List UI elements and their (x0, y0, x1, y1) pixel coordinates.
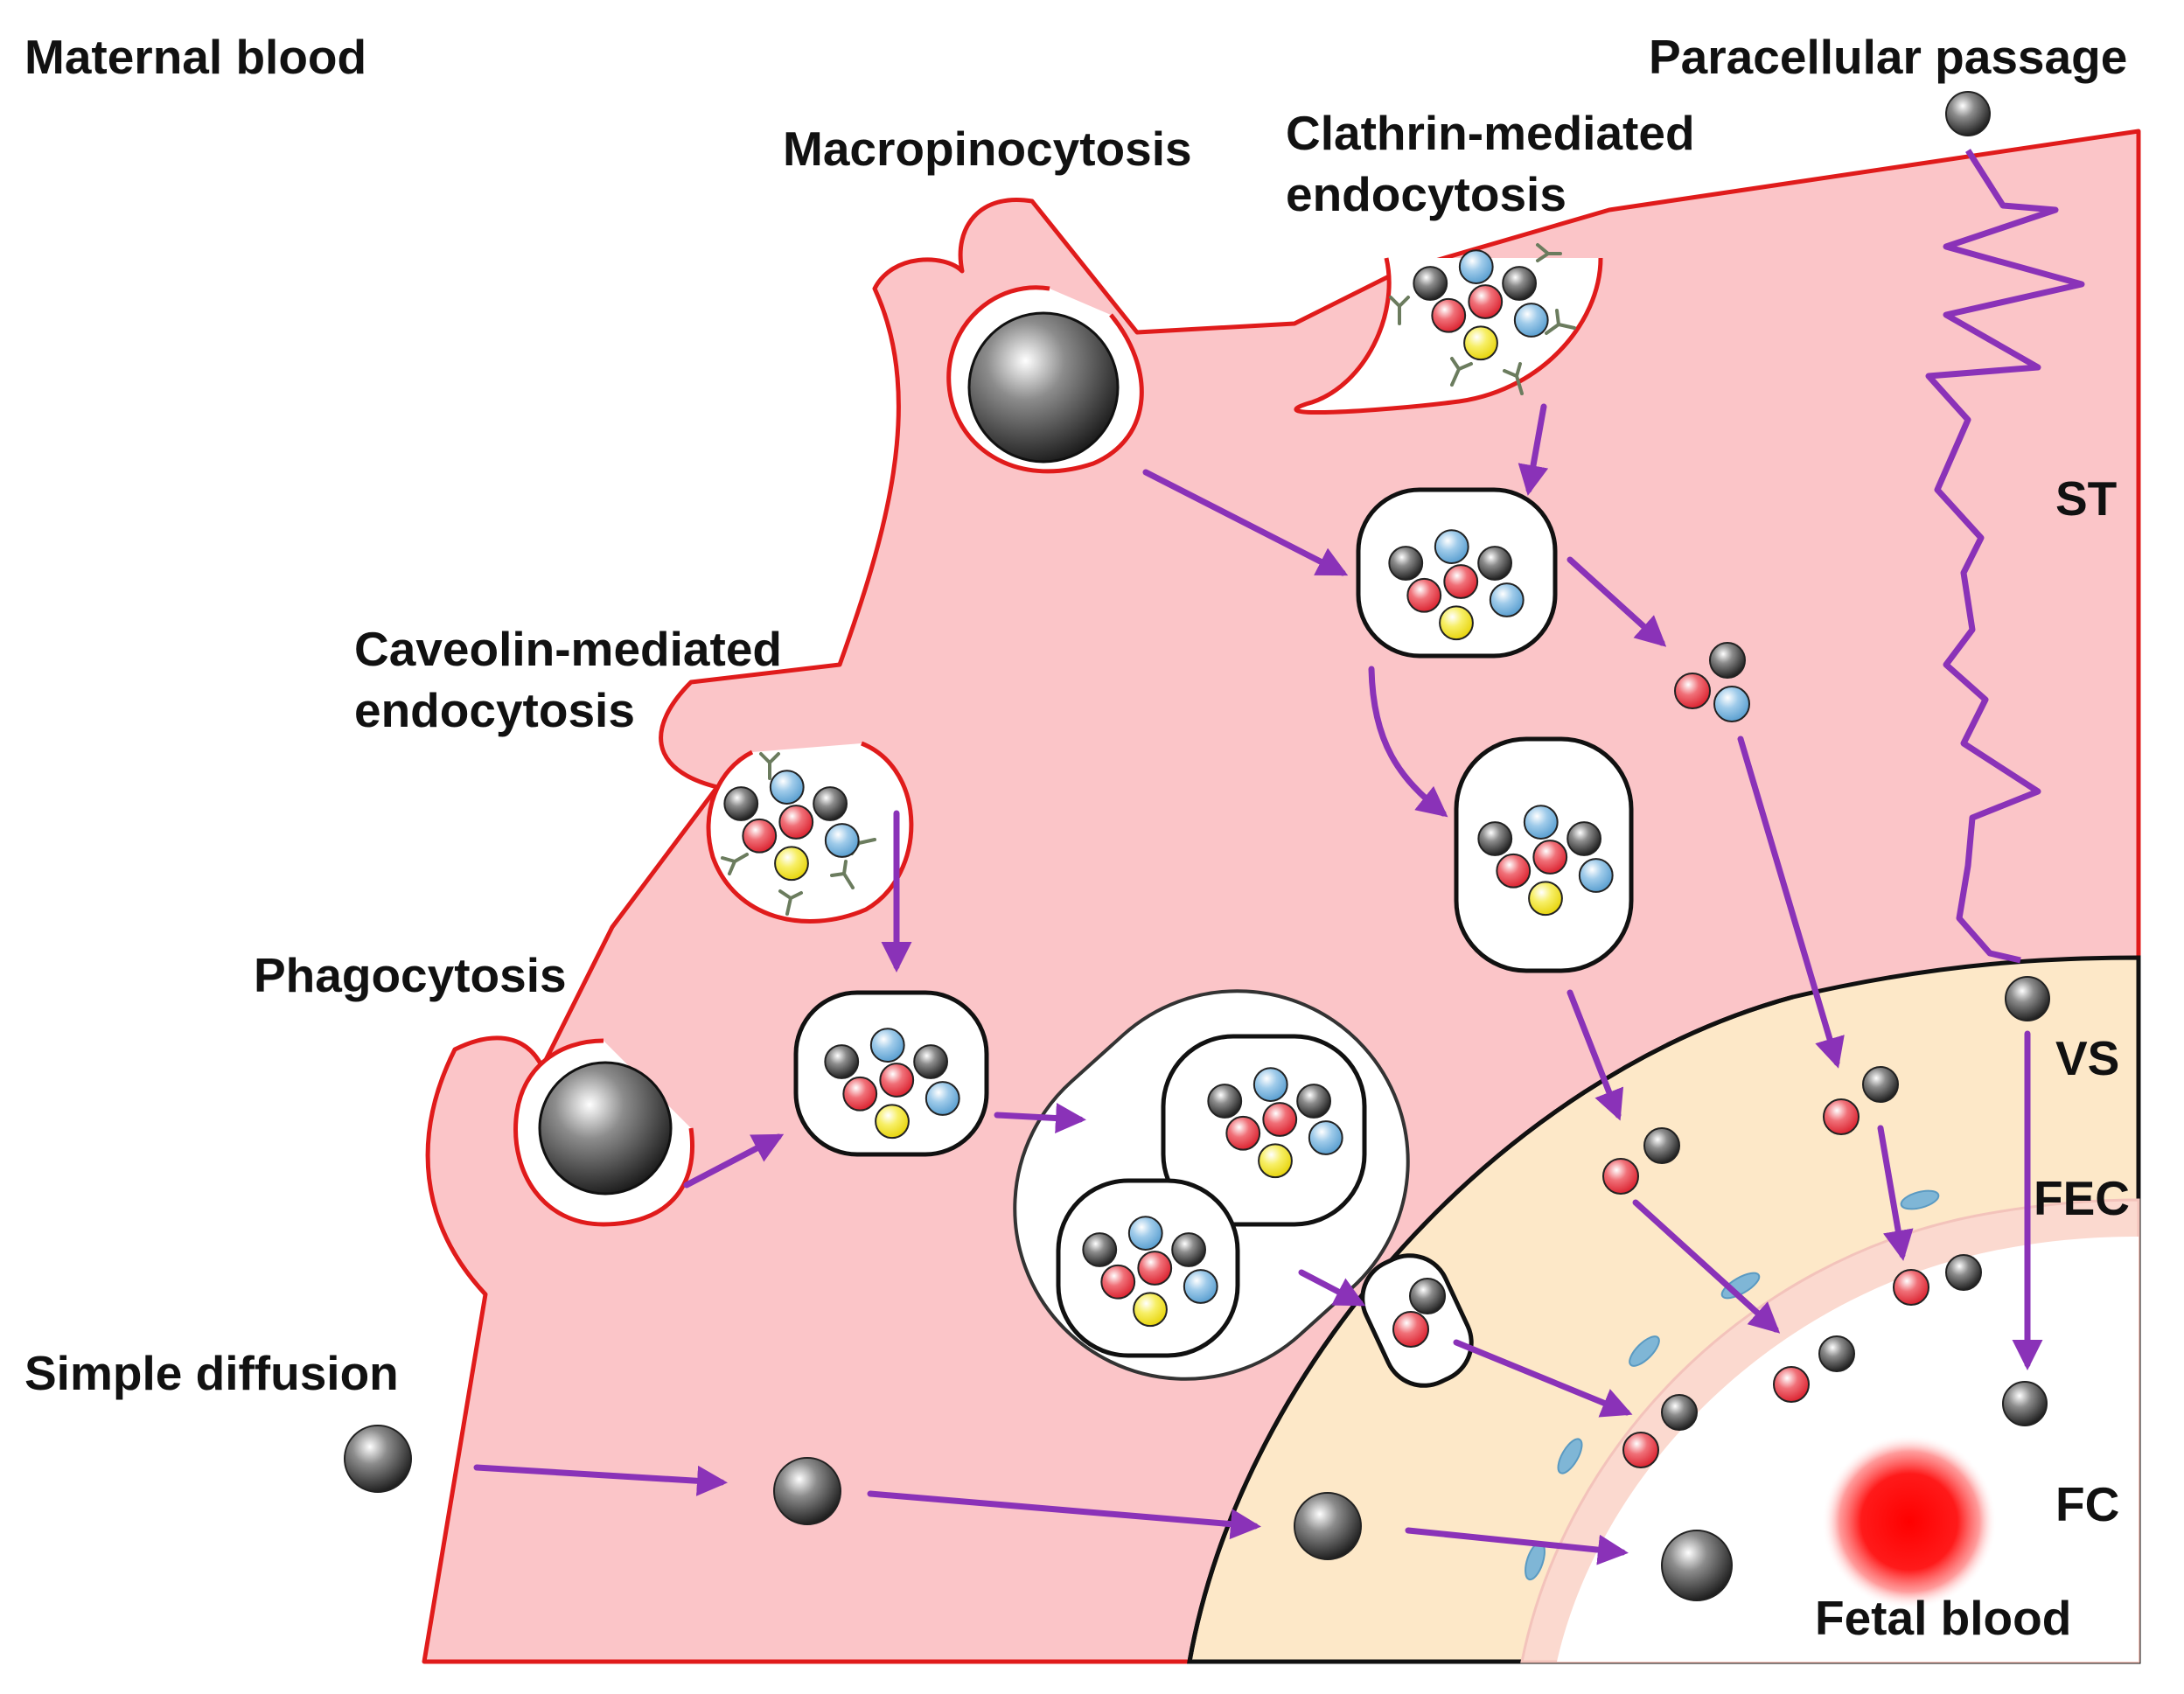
nanoparticle (1661, 1530, 1733, 1601)
nanoparticle (1458, 249, 1494, 285)
receptors (721, 243, 1576, 916)
nanoparticle (723, 786, 759, 821)
nanoparticle (1566, 821, 1601, 856)
nanoparticle (1643, 1127, 1680, 1164)
nanoparticle (1388, 546, 1424, 581)
large-particles (538, 311, 1120, 1196)
label-clathrin-line1: Clathrin-mediated (1286, 106, 1695, 160)
nanoparticle (1413, 266, 1448, 301)
nanoparticle (778, 805, 814, 840)
label-simple-diffusion: Simple diffusion (24, 1346, 399, 1400)
nanoparticle (1622, 1432, 1659, 1468)
nanoparticle (1127, 1216, 1163, 1251)
label-st: ST (2055, 471, 2118, 526)
nanoparticle (1252, 1067, 1288, 1102)
nanoparticle (1183, 1269, 1218, 1304)
nanoparticle (1258, 1143, 1293, 1179)
nanoparticle (1523, 805, 1559, 840)
nanoparticle (1674, 673, 1711, 709)
nanoparticle (1823, 1098, 1860, 1135)
transport-arrows (473, 403, 2043, 1565)
nanoparticle (774, 846, 809, 882)
label-fetal-blood: Fetal blood (1815, 1591, 2072, 1645)
nanoparticle (773, 1457, 841, 1525)
nanoparticle (1308, 1120, 1343, 1155)
label-fec: FEC (2034, 1171, 2130, 1225)
label-paracellular-passage: Paracellular passage (1649, 30, 2128, 84)
label-caveolin-line2: endocytosis (354, 683, 635, 737)
nanoparticle (1409, 1278, 1446, 1314)
nanoparticle (1862, 1066, 1899, 1103)
nanoparticle (1945, 91, 1991, 136)
nanoparticle (1463, 325, 1498, 361)
nanoparticle (2005, 976, 2050, 1021)
nanoparticle (1082, 1232, 1118, 1267)
paracellular-junction (1925, 149, 2085, 964)
label-maternal-blood: Maternal blood (24, 30, 367, 84)
nanoparticle (1262, 1102, 1298, 1137)
nanoparticle (925, 1081, 960, 1116)
label-macropinocytosis: Macropinocytosis (783, 122, 1192, 176)
nanoparticle (1406, 577, 1442, 613)
nanoparticle (1100, 1264, 1136, 1300)
nanoparticle (813, 786, 848, 821)
nanoparticle (824, 1044, 860, 1079)
nanoparticle (1709, 642, 1746, 679)
nanoparticle (1578, 858, 1614, 893)
label-phagocytosis: Phagocytosis (254, 948, 567, 1002)
fetal-blood-cell (1822, 1434, 1997, 1609)
nanoparticle (1602, 1158, 1639, 1195)
nanoparticle (1489, 582, 1525, 617)
nanoparticle (1532, 840, 1568, 875)
endothelial-nuclei (1525, 1189, 1940, 1581)
nanoparticle (1137, 1251, 1173, 1286)
nanoparticles (344, 91, 2050, 1601)
nanoparticle (2002, 1381, 2048, 1426)
nanoparticle (1468, 284, 1504, 319)
nanoparticle (1773, 1366, 1810, 1403)
nanoparticle (869, 1028, 905, 1063)
nanoparticle (1661, 1394, 1698, 1431)
label-clathrin-line2: endocytosis (1286, 167, 1566, 221)
nanoparticle (1133, 1292, 1168, 1328)
nanoparticle (742, 818, 778, 854)
nanoparticle (1434, 529, 1469, 564)
nanoparticle (1502, 266, 1537, 301)
nanoparticle (1945, 1254, 1982, 1291)
nanoparticle (1296, 1084, 1331, 1119)
nanoparticle (769, 770, 805, 805)
nanoparticle (1528, 881, 1563, 917)
nanoparticle (875, 1104, 910, 1140)
nanoparticle (1225, 1115, 1261, 1151)
nanoparticle (1207, 1084, 1243, 1119)
nanoparticle (1818, 1335, 1855, 1372)
nanoparticle (1477, 546, 1512, 581)
nanoparticle (1439, 605, 1474, 641)
label-vs: VS (2055, 1031, 2120, 1085)
nanoparticle (1513, 303, 1549, 338)
label-caveolin-line1: Caveolin-mediated (354, 622, 783, 676)
nanoparticle (1443, 564, 1479, 599)
label-fc: FC (2055, 1477, 2120, 1531)
nanoparticle (1431, 297, 1467, 333)
stroma-outline (1187, 994, 1794, 1663)
nanoparticle (344, 1425, 412, 1493)
nanoparticle (1477, 821, 1513, 856)
nanoparticle (1294, 1492, 1362, 1560)
nanoparticle (842, 1076, 878, 1112)
nanoparticle (1496, 853, 1532, 889)
nanoparticle (913, 1044, 948, 1079)
nanoparticle (824, 823, 860, 858)
nanoparticle (879, 1063, 915, 1098)
nanoparticle (1893, 1269, 1929, 1306)
nanoparticle (1171, 1232, 1206, 1267)
nanoparticle (1392, 1311, 1429, 1348)
nanoparticle (1713, 686, 1750, 722)
